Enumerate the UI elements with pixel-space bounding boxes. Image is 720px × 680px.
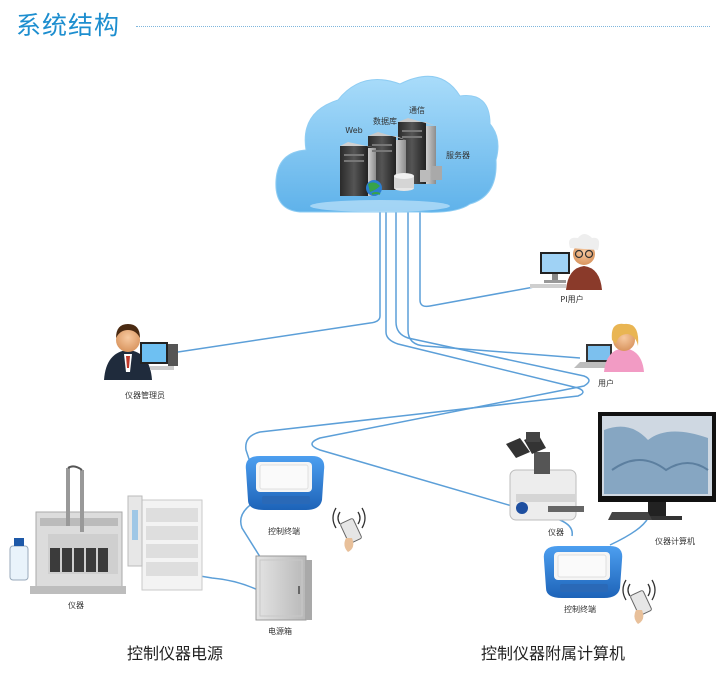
cable-to-right-terminal xyxy=(311,205,590,537)
page-title: 系统结构 xyxy=(16,11,121,40)
cable-to-user xyxy=(407,205,581,359)
label-user: 用户 xyxy=(598,379,614,388)
label-instrument-computer: 仪器计算机 xyxy=(655,537,695,546)
female-user-avatar-icon xyxy=(604,323,644,372)
cable-powerbox-to-instrument xyxy=(199,575,259,591)
label-instrument-left: 仪器 xyxy=(68,601,84,610)
rfid-card-right-icon xyxy=(622,579,656,624)
power-box-icon xyxy=(255,555,312,621)
globe-icon xyxy=(366,180,382,196)
instrument-computer-monitor-icon xyxy=(598,412,716,520)
caption-control-instrument-computer: 控制仪器附属计算机 xyxy=(480,644,626,663)
analyzer-instrument-icon xyxy=(127,495,203,591)
pi-user-workstation-icon xyxy=(530,252,570,288)
admin-computer-icon xyxy=(140,342,178,370)
caption-control-instrument-power: 控制仪器电源 xyxy=(126,644,224,663)
rfid-card-left-icon xyxy=(332,507,366,552)
cloud-label-web: Web xyxy=(345,126,363,135)
label-instrument-admin: 仪器管理员 xyxy=(125,391,165,400)
label-power-box: 电源箱 xyxy=(268,627,292,636)
laptop-icon xyxy=(574,344,622,368)
cable-to-left-terminal xyxy=(245,205,584,463)
label-instrument-right: 仪器 xyxy=(548,528,564,537)
cable-to-admin xyxy=(177,205,381,353)
label-control-terminal-left: 控制终端 xyxy=(268,527,300,536)
cloud-label-database: 数据库 xyxy=(373,117,397,126)
cable-terminal-to-computer xyxy=(609,517,649,546)
network-cables xyxy=(177,205,649,591)
label-control-terminal-right: 控制终端 xyxy=(564,605,596,614)
cloud-label-communication: 通信 xyxy=(409,106,425,115)
label-pi-user: PI用户 xyxy=(560,295,584,304)
liquid-handler-instrument-icon xyxy=(9,465,126,594)
title-divider xyxy=(136,26,710,27)
cable-to-pi-user xyxy=(419,205,546,308)
left-control-terminal-icon xyxy=(245,456,325,510)
server-rack-icon xyxy=(340,118,442,196)
scientist-avatar-icon xyxy=(566,234,602,290)
microscope-icon xyxy=(506,432,584,521)
cloud-label-server: 服务器 xyxy=(446,151,470,160)
right-control-terminal-icon xyxy=(543,546,623,598)
